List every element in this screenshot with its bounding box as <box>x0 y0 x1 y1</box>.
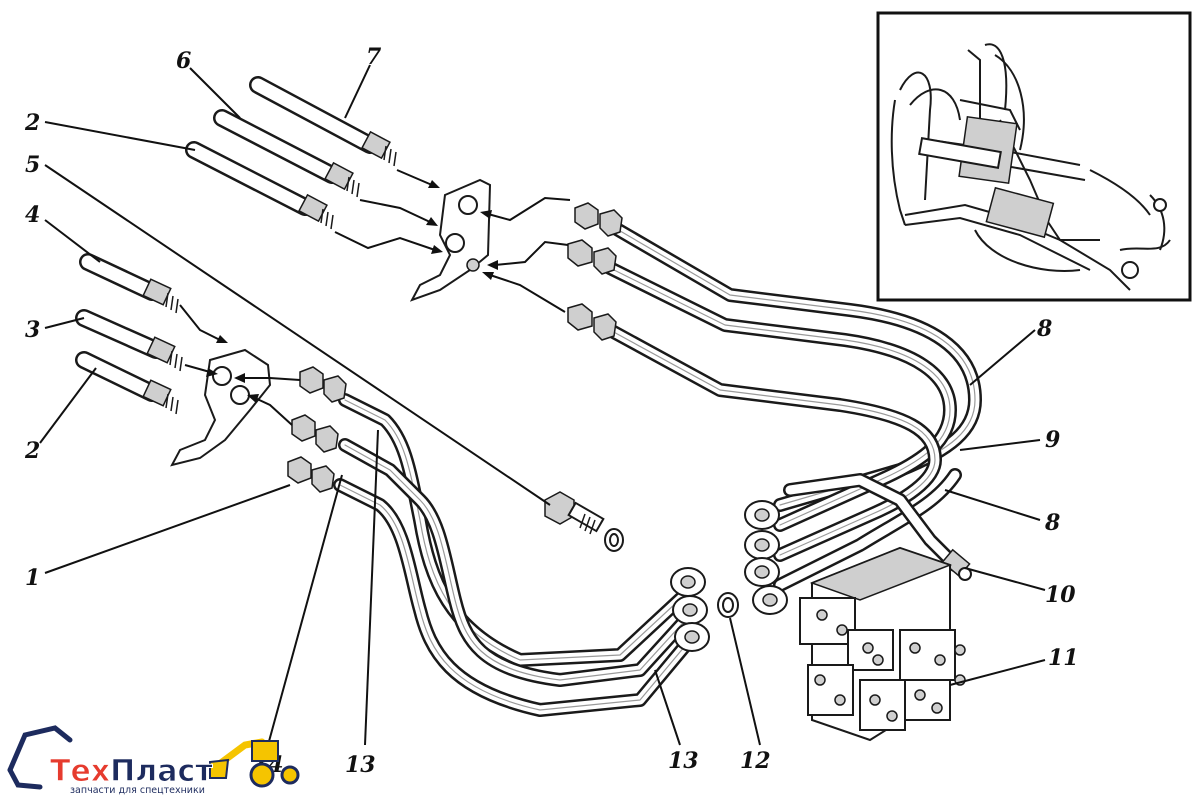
callout-12: 12 <box>740 748 771 774</box>
logo-brand: ТехПласт <box>50 754 213 789</box>
banjo-fittings-left <box>670 567 710 652</box>
banjo-fittings-right <box>744 500 788 615</box>
excavator-arm-icon <box>7 725 73 773</box>
callout-3: 3 <box>25 317 40 343</box>
callout-9: 9 <box>1045 427 1060 453</box>
callout-2-bottom: 2 <box>24 438 40 464</box>
callout-5: 5 <box>25 152 40 178</box>
callout-13-left: 13 <box>345 752 376 778</box>
company-logo: ТехПласт запчасти для спецтехники <box>7 725 300 796</box>
assembly-arrows <box>179 169 571 426</box>
callout-13-right: 13 <box>668 748 699 774</box>
callout-6: 6 <box>176 48 191 74</box>
callout-1: 1 <box>25 565 40 591</box>
callout-8-top: 8 <box>1036 316 1052 342</box>
lower-hoses <box>75 253 183 415</box>
upper-bracket <box>409 178 492 302</box>
bolt-5 <box>544 491 624 552</box>
callout-10: 10 <box>1045 582 1076 608</box>
upper-hoses <box>185 76 397 230</box>
lower-bracket <box>170 348 272 467</box>
callout-7: 7 <box>366 44 382 70</box>
valve-block <box>799 546 966 742</box>
callout-2-top: 2 <box>24 110 40 136</box>
callout-11: 11 <box>1048 645 1079 671</box>
logo-tagline: запчасти для спецтехники <box>70 785 205 796</box>
callout-labels: 6 7 2 5 4 3 2 1 8 9 8 10 11 12 13 13 14 <box>24 44 1079 778</box>
callout-4: 4 <box>25 202 40 228</box>
logo-brand-part2: Пласт <box>110 754 213 789</box>
logo-brand-part1: Тех <box>50 754 110 789</box>
callout-8-bottom: 8 <box>1044 510 1060 536</box>
lower-pipe-bundle <box>287 366 739 717</box>
tractor-inset <box>876 11 1192 302</box>
upper-pipe-bundle <box>567 202 982 615</box>
leader-lines <box>39 64 1046 746</box>
